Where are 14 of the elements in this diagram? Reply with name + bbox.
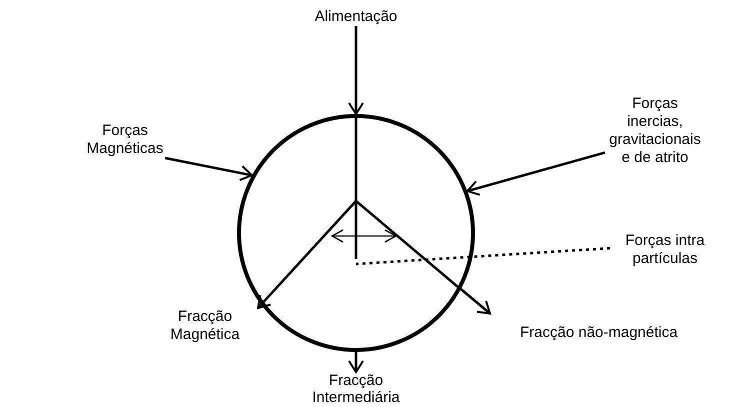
node-label: Forças intra partículas [610, 232, 720, 268]
leader-line [356, 246, 610, 266]
arrow [257, 294, 272, 309]
node-label: Forças inercias, gravitacionais e de atrito [605, 95, 705, 167]
arrow [460, 288, 491, 314]
arrow [164, 156, 253, 181]
node-label: Fracção não-magnética [490, 312, 690, 342]
node-label: Alimentação [301, 8, 411, 26]
node-label: Forças Magnéticas [70, 122, 180, 158]
node-label: Fracção Intermediária [291, 372, 421, 406]
arrow [466, 151, 606, 196]
arrow [348, 26, 364, 115]
arrow [348, 352, 364, 373]
node-label: Fracção Magnética [150, 308, 260, 344]
